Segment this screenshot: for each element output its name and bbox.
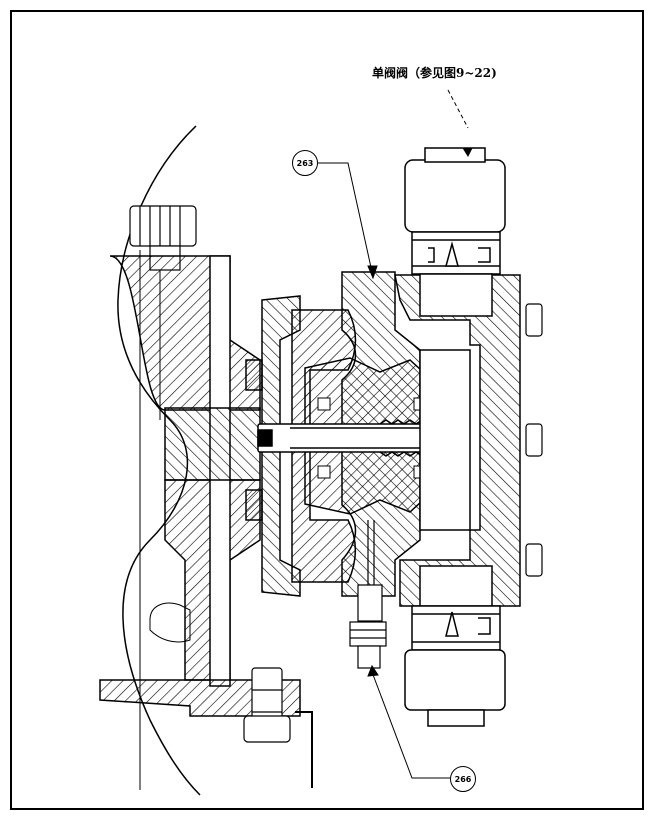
piston-shaft [257,419,435,457]
callout-263: 263 [292,150,318,176]
valve-bolts [525,303,543,577]
pump-body-flange [109,255,261,687]
leader-lines [318,89,473,779]
page-border [10,10,644,810]
lower-check-valve [404,565,506,727]
check-valve-label: 单阀阀（参见图9~22) [372,66,497,80]
bottom-flange [99,679,301,717]
bottom-bolt [243,667,313,788]
drain-fitting [349,520,387,669]
diaphragm-holder [245,295,301,597]
upper-check-valve [404,147,506,317]
callout-266: 266 [450,766,476,792]
